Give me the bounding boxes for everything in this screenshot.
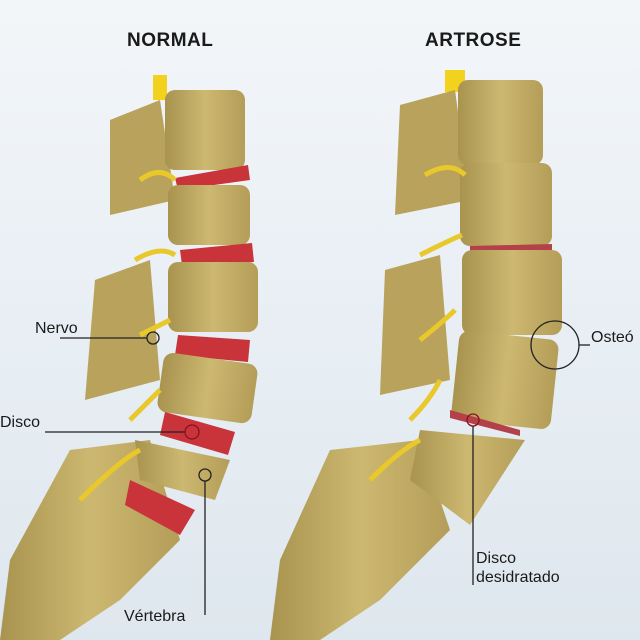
normal-disc-1 xyxy=(175,165,250,190)
arthrosis-spine xyxy=(270,70,562,640)
label-dehydrated-disc: Disco desidratado xyxy=(476,549,560,587)
label-pointers xyxy=(45,320,590,615)
label-osteophyte: Osteó xyxy=(591,329,634,346)
normal-vertebra-1 xyxy=(165,90,245,170)
label-nerve: Nervo xyxy=(35,320,78,337)
label-dehydrated-disc-line2: desidratado xyxy=(476,569,560,586)
normal-vertebra-4 xyxy=(157,353,258,424)
arthrosis-vertebra-2 xyxy=(460,163,552,246)
normal-spine xyxy=(0,75,258,640)
normal-disc-2 xyxy=(180,243,254,265)
arthrosis-sacrum xyxy=(270,440,450,640)
normal-vertebra-2 xyxy=(168,185,250,245)
normal-posterior-processes xyxy=(110,100,175,215)
normal-disc-4 xyxy=(160,412,235,455)
arthrosis-nerves xyxy=(368,165,467,482)
label-vertebra: Vértebra xyxy=(124,608,186,625)
normal-nerves xyxy=(78,170,177,502)
arthrosis-vertebra-1 xyxy=(458,80,543,165)
normal-disc-5 xyxy=(125,480,195,535)
normal-vertebra-3 xyxy=(168,262,258,332)
normal-disc-3 xyxy=(175,335,250,362)
arthrosis-vertebra-3 xyxy=(462,250,562,335)
title-normal: NORMAL xyxy=(127,30,214,51)
label-dehydrated-disc-line1: Disco xyxy=(476,550,517,567)
title-arthrosis: ARTROSE xyxy=(425,30,522,51)
arthrosis-vertebra-4 xyxy=(451,331,559,429)
label-disc: Disco xyxy=(0,414,41,431)
